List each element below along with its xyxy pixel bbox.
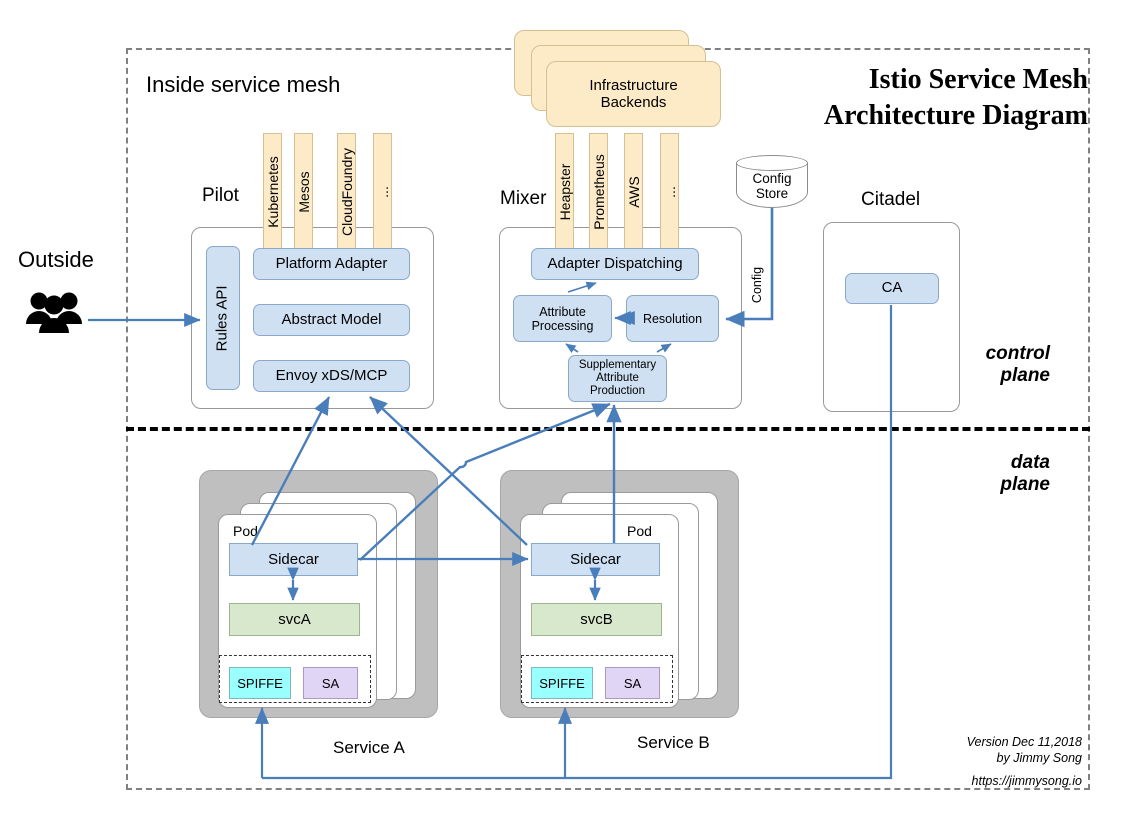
people-icon [24,289,84,335]
attribute-processing-node[interactable]: Attribute Processing [513,295,612,342]
citadel-box [823,222,960,412]
abstract-model-node[interactable]: Abstract Model [253,304,410,336]
resolution-node[interactable]: Resolution [626,295,719,342]
mixer-adapter-prometheus-label: Prometheus [590,153,607,230]
pilot-adapter-mesos[interactable]: Mesos [294,133,313,250]
service-a-pod-label: Pod [233,523,258,539]
pilot-adapter-more[interactable]: ... [373,133,392,250]
platform-adapter-node[interactable]: Platform Adapter [253,248,410,280]
outside-label: Outside [18,247,94,272]
pilot-adapter-more-label: ... [374,185,391,198]
service-b-name: Service B [637,733,710,752]
infrastructure-backends-card-front[interactable]: Infrastructure Backends [546,61,721,127]
mixer-adapter-aws-label: AWS [625,175,642,208]
service-b-sa[interactable]: SA [605,667,660,699]
config-store-label: Config Store [752,171,792,201]
pilot-adapter-mesos-label: Mesos [295,170,312,213]
control-plane-label: control plane [985,343,1050,386]
footer-author: by Jimmy Song [996,751,1082,765]
footer-url: https://jimmysong.io [971,774,1082,788]
mixer-adapter-aws[interactable]: AWS [624,133,643,250]
service-b-spiffe[interactable]: SPIFFE [531,667,593,699]
service-a-sidecar[interactable]: Sidecar [229,543,358,576]
service-a-name: Service A [333,738,405,757]
envoy-xds-mcp-node[interactable]: Envoy xDS/MCP [253,360,410,392]
data-plane-label: data plane [1000,452,1050,495]
config-store-node[interactable]: Config Store [736,155,808,208]
pilot-adapter-cloudfoundry[interactable]: CloudFoundry [337,133,356,250]
rules-api-label: Rules API [213,285,231,351]
service-a-svc[interactable]: svcA [229,603,360,636]
page-title-line1: Istio Service Mesh [868,64,1088,95]
pilot-title: Pilot [202,185,239,206]
service-a-sa[interactable]: SA [303,667,358,699]
pilot-adapter-kubernetes-label: Kubernetes [264,155,281,228]
service-b-pod-label: Pod [627,523,652,539]
inside-service-mesh-label: Inside service mesh [146,72,341,97]
page-title-line2: Architecture Diagram [823,100,1088,131]
pilot-adapter-kubernetes[interactable]: Kubernetes [263,133,282,250]
config-edge-label: Config [750,266,764,304]
mixer-adapter-heapster-label: Heapster [556,163,573,220]
footer-version: Version Dec 11,2018 [966,735,1082,749]
supplementary-attribute-production-node[interactable]: Supplementary Attribute Production [568,355,667,402]
mixer-adapter-more[interactable]: ... [660,133,679,250]
citadel-title: Citadel [861,189,921,210]
rules-api-node[interactable]: Rules API [206,246,240,390]
service-a-spiffe[interactable]: SPIFFE [229,667,291,699]
adapter-dispatching-node[interactable]: Adapter Dispatching [531,248,699,280]
service-b-svc[interactable]: svcB [531,603,662,636]
mixer-title: Mixer [500,188,547,209]
mixer-adapter-prometheus[interactable]: Prometheus [589,133,608,250]
service-b-sidecar[interactable]: Sidecar [531,543,660,576]
plane-divider [126,427,1090,431]
mixer-adapter-more-label: ... [661,185,678,198]
pilot-adapter-cloudfoundry-label: CloudFoundry [338,147,355,236]
mixer-adapter-heapster[interactable]: Heapster [555,133,574,250]
ca-node[interactable]: CA [845,273,939,304]
